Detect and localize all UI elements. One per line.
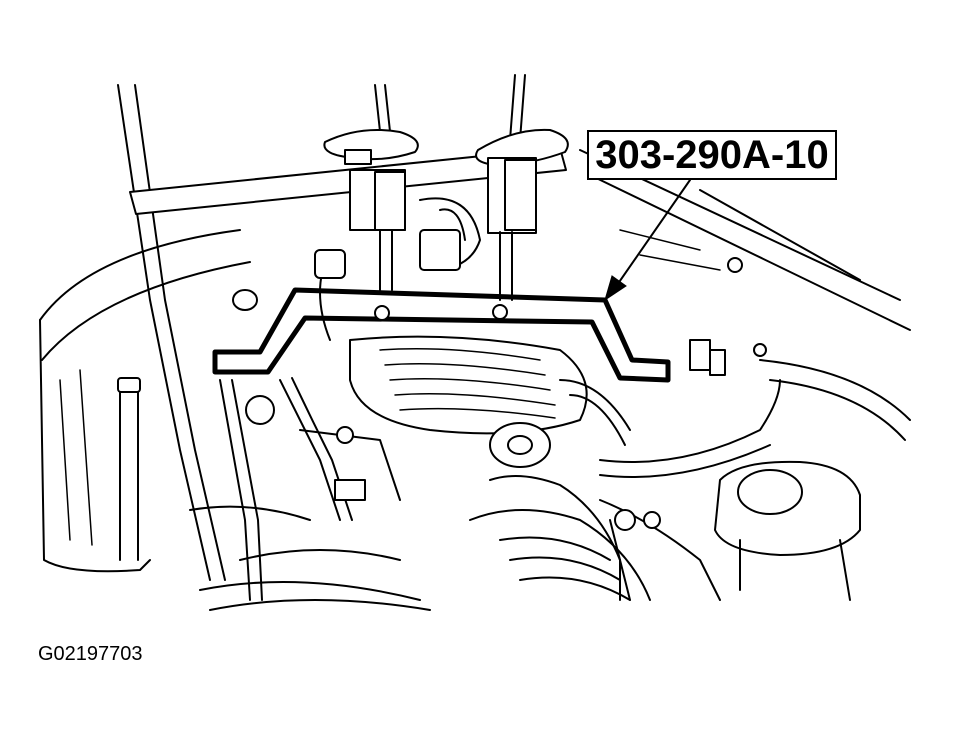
callout-box: 303-290A-10 (587, 130, 837, 180)
leader-arrow (604, 179, 691, 302)
figure-id: G02197703 (38, 643, 143, 665)
coolant-reservoir (599, 460, 861, 601)
intake-manifold (349, 335, 588, 435)
lifting-bracket-tool (212, 287, 671, 383)
engine-support-bar (129, 74, 569, 301)
tool-number-label: 303-290A-10 (595, 133, 829, 177)
left-fender (39, 84, 251, 581)
left-engine-components (189, 249, 431, 611)
hoses-wiring (419, 197, 781, 478)
throttle-body (469, 422, 651, 601)
right-fender (579, 149, 911, 441)
